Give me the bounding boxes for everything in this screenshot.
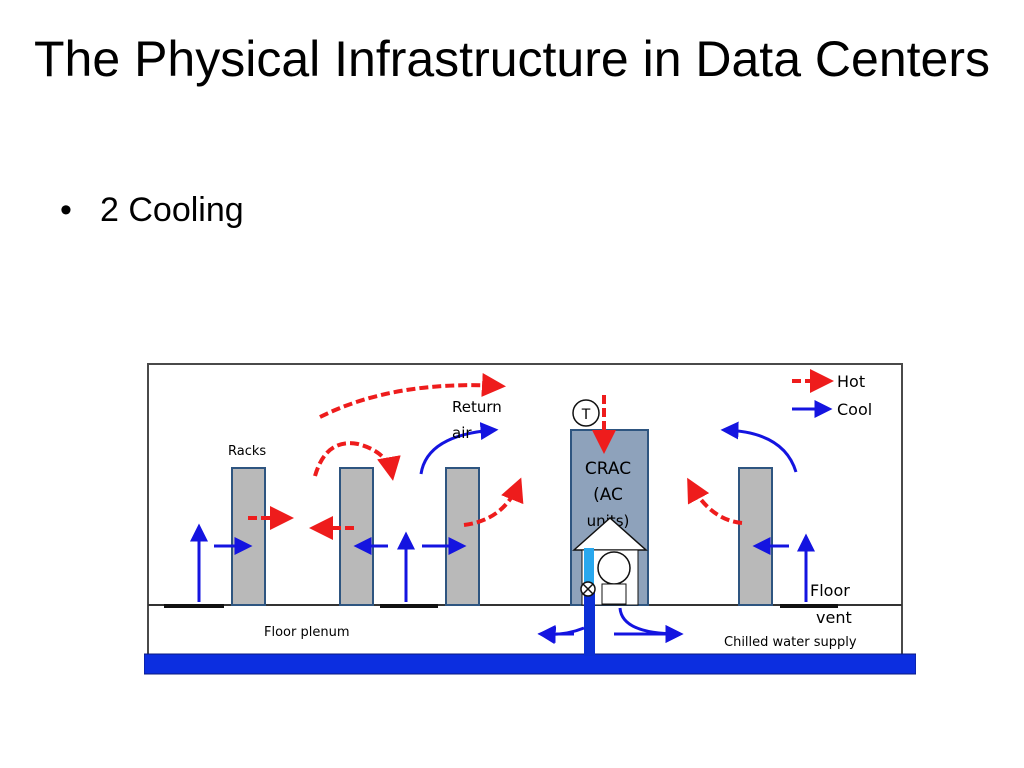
chilled-water-riser xyxy=(584,548,594,586)
return-air-label-line1: Return xyxy=(452,398,502,416)
hot-air-rack4-exhaust xyxy=(687,477,743,525)
bullet-text: 2 Cooling xyxy=(100,191,244,229)
slide-title: The Physical Infrastructure in Data Cent… xyxy=(34,31,990,87)
thermostat-icon xyxy=(572,399,600,427)
rack xyxy=(339,467,374,606)
floor-base xyxy=(144,653,916,675)
bullet-item: • 2 Cooling xyxy=(60,190,244,230)
hot-air-rack3-exhaust xyxy=(463,477,524,527)
chilled-water-label: Chilled water supply xyxy=(724,635,857,650)
racks-label: Racks xyxy=(228,444,266,459)
hot-air-rise-left xyxy=(313,441,401,481)
crac-label-line1: CRAC xyxy=(585,459,631,479)
floor-vent-label-line1: Floor xyxy=(810,581,850,600)
return-air-label-line2: air xyxy=(452,424,472,442)
legend: Hot Cool xyxy=(792,369,872,419)
legend-hot-label: Hot xyxy=(837,372,865,391)
thermostat-label: T xyxy=(581,407,591,423)
rack xyxy=(231,467,266,606)
crac-label-line2: (AC xyxy=(593,485,623,505)
cool-air-rise-right xyxy=(720,421,798,473)
floor-plenum-label: Floor plenum xyxy=(264,625,349,640)
chilled-water-pipe xyxy=(584,586,595,656)
cooling-diagram: CRAC (AC units) T xyxy=(144,363,916,675)
bullet-dot: • xyxy=(60,191,72,229)
fan-icon xyxy=(597,551,631,585)
floor-vent-label-line2: vent xyxy=(816,608,852,627)
legend-cool-label: Cool xyxy=(837,400,872,419)
cool-air-return-arc xyxy=(419,422,499,475)
fan-base xyxy=(601,583,627,605)
rack xyxy=(738,467,773,606)
rack xyxy=(445,467,480,606)
hot-air-return-arc xyxy=(319,373,506,419)
